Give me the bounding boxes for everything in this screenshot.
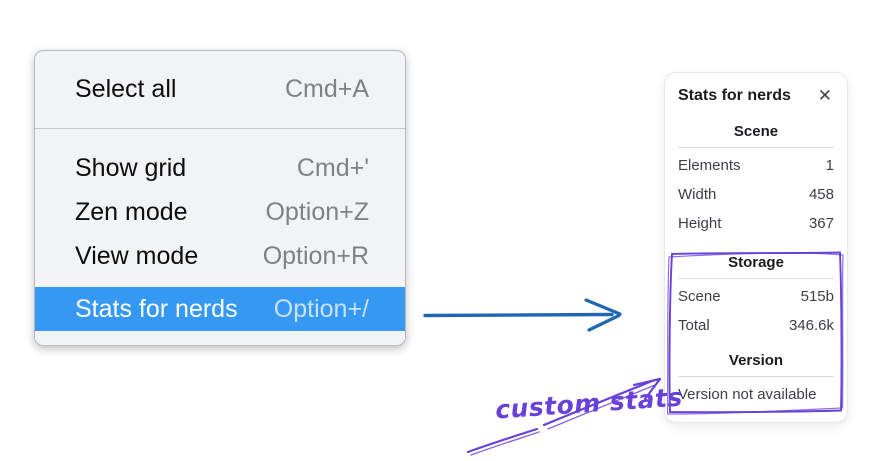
menu-item-shortcut: Option+/ — [273, 294, 369, 323]
stat-value: 367 — [808, 215, 834, 232]
menu-item-label: Select all — [75, 75, 177, 103]
stat-value: 1 — [825, 157, 834, 174]
custom-stats-annotation: custom stats — [494, 382, 684, 425]
stats-panel: Stats for nerds ✕ Scene Elements 1 Width… — [664, 72, 848, 423]
menu-item-shortcut: Cmd+' — [296, 153, 369, 182]
version-note: Version not available — [678, 386, 817, 403]
close-icon[interactable]: ✕ — [817, 85, 832, 106]
section-divider — [678, 278, 834, 279]
menu-item-zen-mode[interactable]: Zen mode Option+Z — [35, 190, 405, 234]
section-header-version: Version — [728, 352, 784, 369]
stat-value: 515b — [800, 288, 834, 305]
stats-panel-title: Stats for nerds — [678, 87, 791, 104]
stat-label: Total — [678, 317, 710, 334]
menu-item-label: Stats for nerds — [75, 294, 238, 323]
stat-row-total-storage: Total 346.6k — [678, 311, 834, 340]
stat-row-width: Width 458 — [678, 180, 834, 209]
menu-item-show-grid[interactable]: Show grid Cmd+' — [35, 146, 405, 190]
menu-item-view-mode[interactable]: View mode Option+R — [35, 234, 405, 278]
stat-label: Elements — [678, 157, 741, 174]
flow-arrow-icon — [423, 298, 622, 332]
stat-row-height: Height 367 — [678, 209, 834, 238]
stat-label: Height — [678, 215, 722, 232]
context-menu: Select all Cmd+A Show grid Cmd+' Zen mod… — [34, 50, 406, 346]
menu-item-shortcut: Cmd+A — [284, 75, 369, 103]
menu-item-shortcut: Option+Z — [265, 197, 369, 226]
stat-row-scene-storage: Scene 515b — [678, 282, 834, 311]
menu-item-label: Zen mode — [75, 197, 188, 226]
stat-label: Width — [678, 186, 717, 203]
menu-item-label: View mode — [75, 241, 199, 270]
menu-group: Show grid Cmd+' Zen mode Option+Z View m… — [35, 129, 405, 331]
stat-row-elements: Elements 1 — [678, 151, 834, 180]
menu-item-label: Show grid — [75, 153, 187, 182]
stat-value: 346.6k — [788, 317, 834, 334]
section-divider — [678, 147, 834, 148]
stat-value: 458 — [808, 186, 834, 203]
section-divider — [678, 376, 834, 377]
section-header-storage: Storage — [728, 254, 784, 271]
menu-item-stats-for-nerds[interactable]: Stats for nerds Option+/ — [35, 287, 405, 331]
menu-divider — [35, 128, 405, 129]
menu-item-select-all[interactable]: Select all Cmd+A — [35, 51, 405, 128]
menu-item-shortcut: Option+R — [262, 241, 369, 270]
stat-label: Scene — [678, 288, 721, 305]
stats-panel-header: Stats for nerds ✕ — [678, 85, 834, 107]
section-header-scene: Scene — [733, 123, 779, 140]
